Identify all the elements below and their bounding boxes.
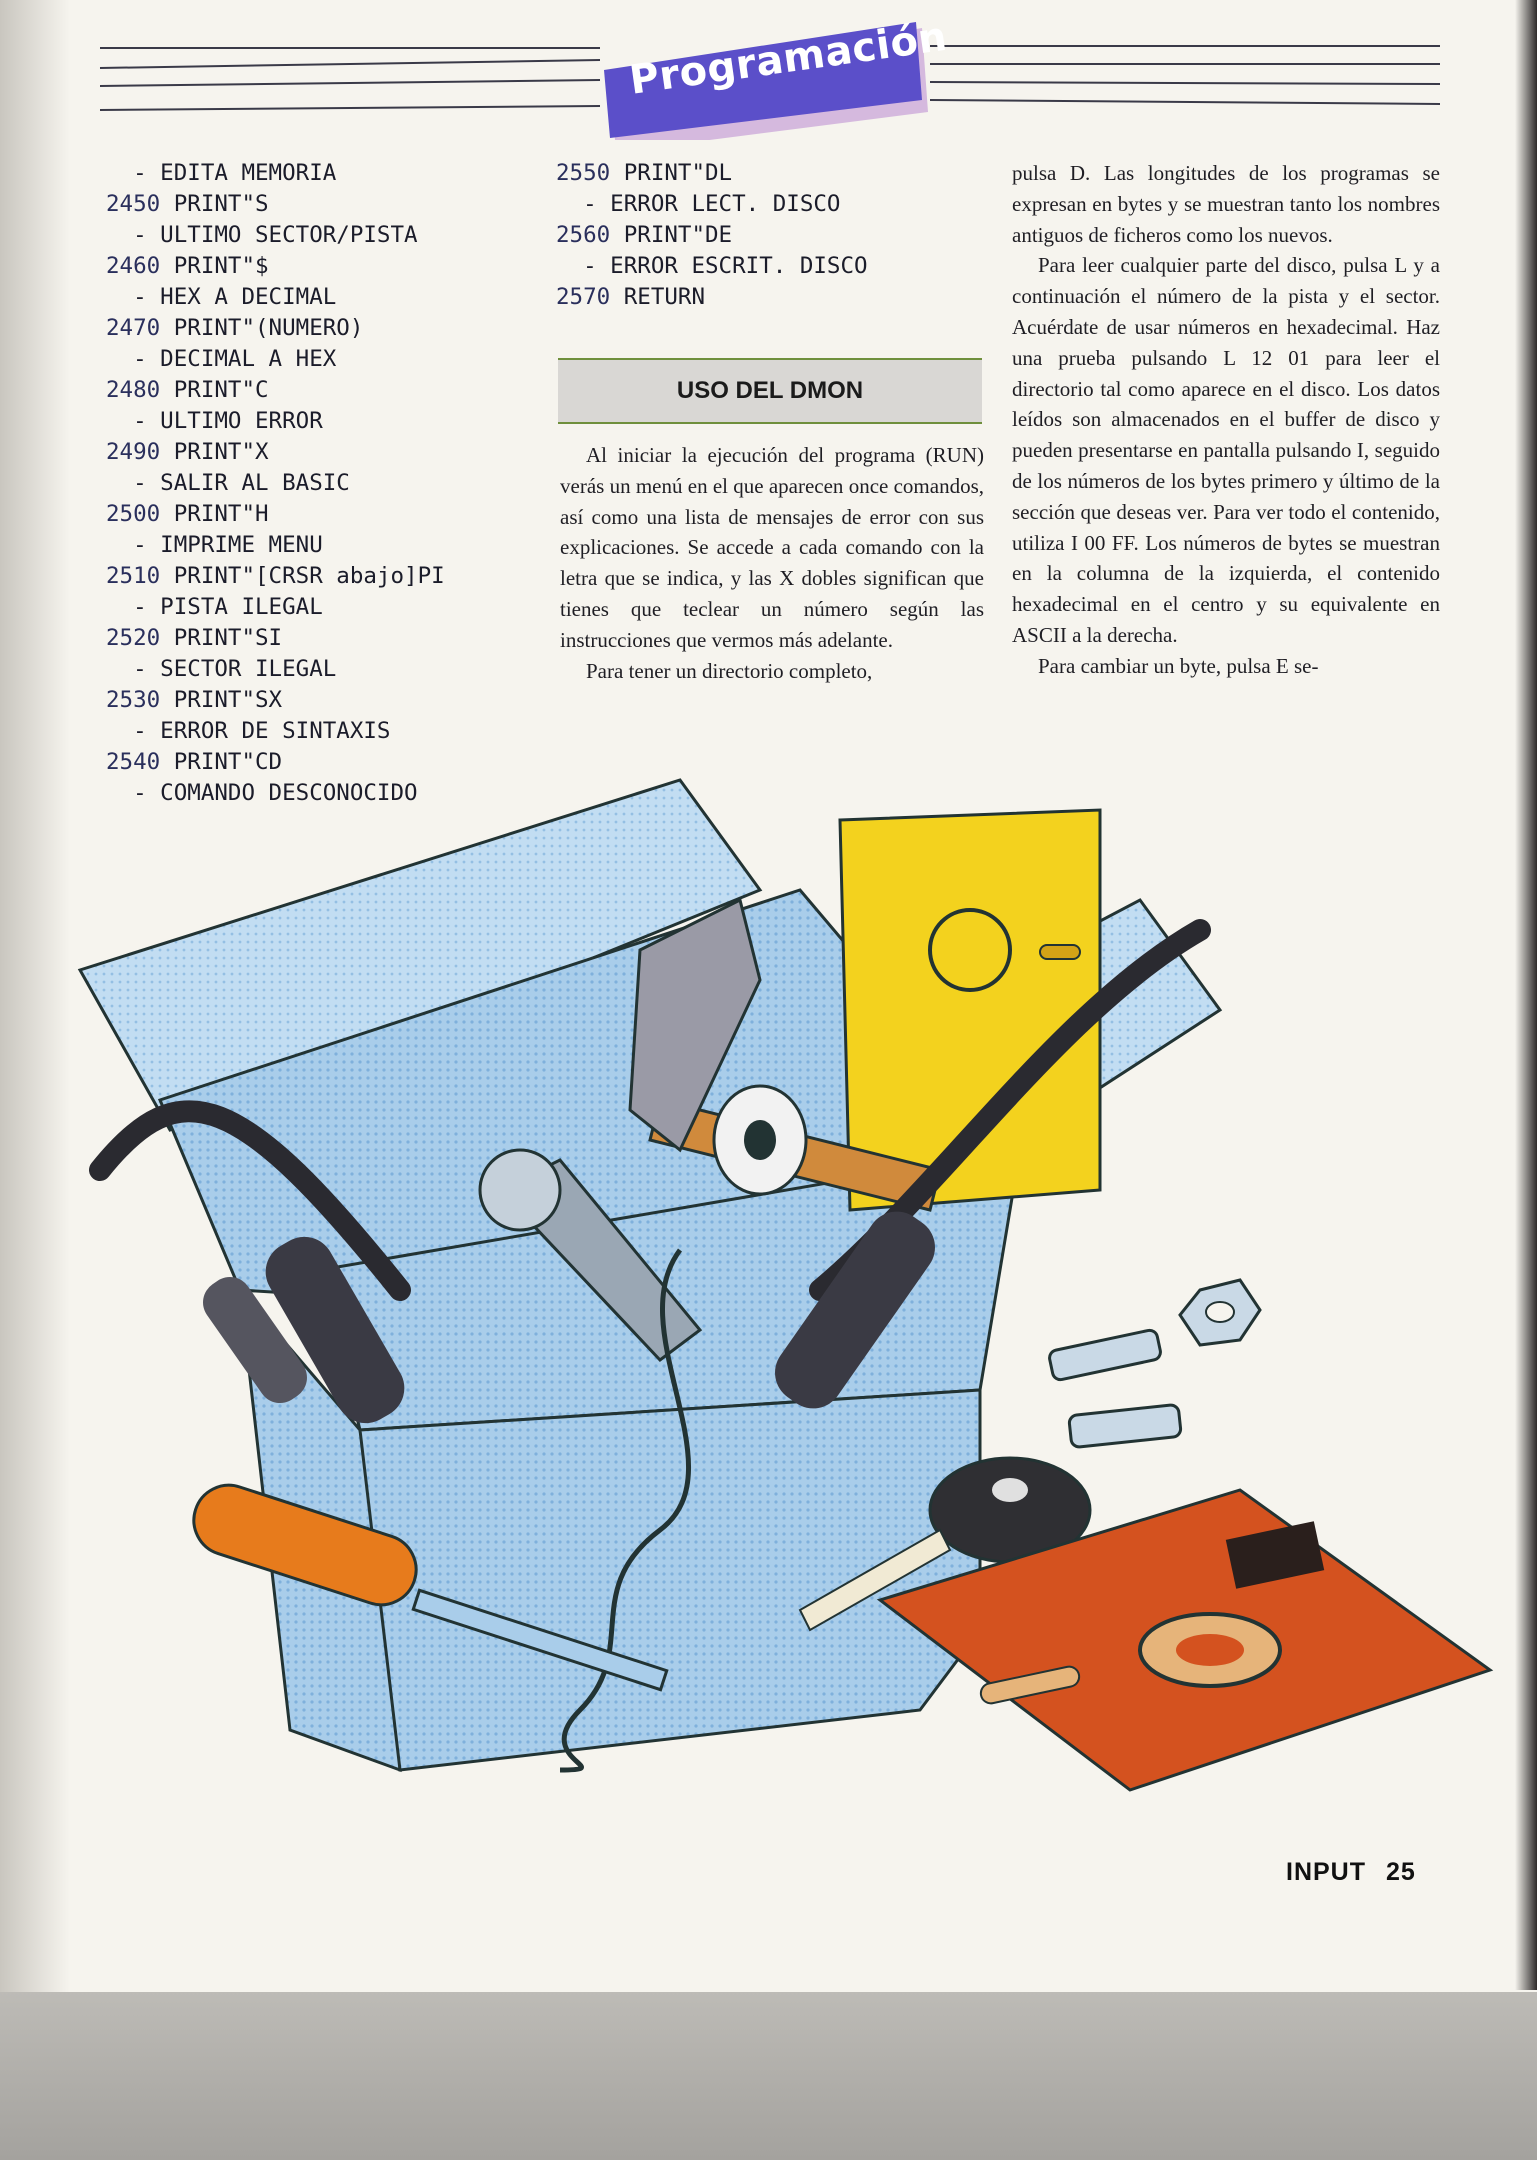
wrench-icon xyxy=(478,1148,703,1363)
code-line: 2470 PRINT"(NUMERO) xyxy=(106,315,364,341)
code-line: 2480 PRINT"C xyxy=(106,377,269,403)
section-banner xyxy=(604,22,928,140)
code-line: 2500 PRINT"H xyxy=(106,501,269,527)
code-line: 2520 PRINT"SI xyxy=(106,625,283,651)
body-text-right: pulsa D. Las longitudes de los programas… xyxy=(1012,158,1440,682)
paragraph: Para tener un directorio completo, xyxy=(586,658,873,683)
cable-icon xyxy=(559,1248,691,1773)
code-line: 2540 PRINT"CD xyxy=(106,749,283,775)
paragraph: Para cambiar un byte, pulsa E se- xyxy=(1038,653,1319,678)
code-line: - ERROR LECT. DISCO xyxy=(556,191,841,217)
code-line: 2560 PRINT"DE xyxy=(556,222,733,248)
handle-bracket-right-icon xyxy=(775,1211,935,1409)
toolbox-lid-left-icon xyxy=(77,778,763,1132)
section-heading-box: USO DEL DMON xyxy=(558,358,982,424)
code-line: 2530 PRINT"SX xyxy=(106,687,283,713)
code-line: 2450 PRINT"S xyxy=(106,191,269,217)
code-listing-col1: - EDITA MEMORIA 2450 PRINT"S - ULTIMO SE… xyxy=(106,158,445,809)
code-line: - ERROR DE SINTAXIS xyxy=(106,718,391,744)
code-line: - PISTA ILEGAL xyxy=(106,594,323,620)
header-rule-lines xyxy=(99,45,1441,111)
page-footer: INPUT 25 xyxy=(1286,1858,1416,1887)
code-line: 2460 PRINT"$ xyxy=(106,253,269,279)
magazine-name: INPUT xyxy=(1286,1858,1366,1886)
bolt-icon xyxy=(1048,1328,1183,1449)
code-line: - EDITA MEMORIA xyxy=(106,160,337,186)
toolbox-illustration xyxy=(77,778,1494,1792)
page-number: 25 xyxy=(1386,1858,1416,1886)
orange-floppy-disk-icon xyxy=(876,1488,1494,1792)
handle-bracket-left-icon xyxy=(203,1236,405,1424)
code-line: - COMANDO DESCONOCIDO xyxy=(106,780,418,806)
paragraph: Para leer cualquier parte del disco, pul… xyxy=(1012,253,1440,647)
code-line: 2550 PRINT"DL xyxy=(556,160,733,186)
code-line: 2490 PRINT"X xyxy=(106,439,269,465)
section-heading: USO DEL DMON xyxy=(676,377,864,404)
code-line: - ERROR ESCRIT. DISCO xyxy=(556,253,868,279)
tape-roll-icon xyxy=(712,1084,808,1196)
tape-measure-icon xyxy=(798,1456,1092,1632)
screwdriver-icon xyxy=(192,1483,669,1692)
code-line: - ULTIMO ERROR xyxy=(106,408,323,434)
code-line: 2570 RETURN xyxy=(556,284,706,310)
paragraph: Al iniciar la ejecución del programa (RU… xyxy=(560,443,984,652)
code-listing-col2: 2550 PRINT"DL - ERROR LECT. DISCO 2560 P… xyxy=(556,158,868,313)
code-line: 2510 PRINT"[CRSR abajo]PI xyxy=(106,563,445,589)
nut-icon xyxy=(1178,1278,1262,1347)
yellow-floppy-disk-icon xyxy=(838,808,1102,1212)
page-gutter-shadow xyxy=(0,0,70,2160)
scan-bottom-strip xyxy=(0,1992,1537,2160)
code-line: - SECTOR ILEGAL xyxy=(106,656,337,682)
code-line: - SALIR AL BASIC xyxy=(106,470,350,496)
page-right-edge xyxy=(1515,0,1537,1990)
paragraph: pulsa D. Las longitudes de los programas… xyxy=(1012,161,1440,247)
body-text-middle: Al iniciar la ejecución del programa (RU… xyxy=(560,440,984,686)
code-line: - ULTIMO SECTOR/PISTA xyxy=(106,222,418,248)
code-line: - IMPRIME MENU xyxy=(106,532,323,558)
code-line: - DECIMAL A HEX xyxy=(106,346,337,372)
code-line: - HEX A DECIMAL xyxy=(106,284,337,310)
